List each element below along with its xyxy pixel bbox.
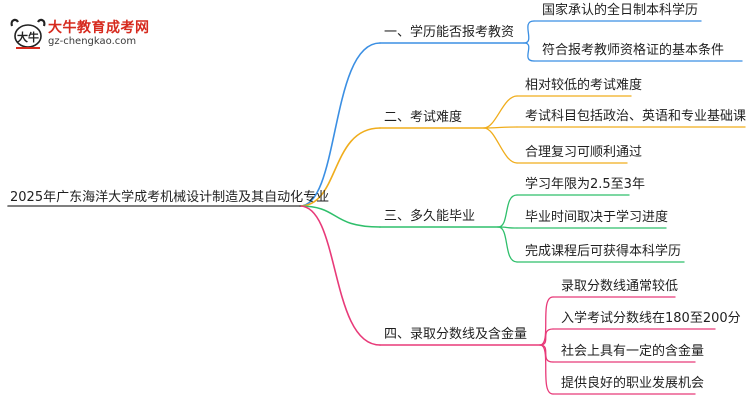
leaf-2-2: 考试科目包括政治、英语和专业基础课 bbox=[525, 109, 747, 124]
connector-branch-1-leaf-1 bbox=[523, 20, 535, 44]
connector-root-to-branch-3 bbox=[299, 205, 381, 228]
leaf-2-1: 相对较低的考试难度 bbox=[525, 78, 643, 93]
connector-branch-2-leaf-2 bbox=[483, 126, 518, 129]
leaf-4-2: 入学考试分数线在180至200分 bbox=[561, 311, 741, 326]
connector-root-to-branch-4 bbox=[299, 205, 381, 346]
leaf-4-1: 录取分数线通常较低 bbox=[561, 279, 679, 294]
connector-branch-4-leaf-1 bbox=[539, 296, 554, 346]
leaf-4-3: 社会上具有一定的含金量 bbox=[561, 344, 705, 359]
leaf-2-3: 合理复习可顺利通过 bbox=[525, 145, 643, 160]
logo-title: 大牛教育成考网 bbox=[48, 20, 150, 36]
branch-1-label: 一、学历能否报考教资 bbox=[384, 25, 515, 40]
connector-branch-4-leaf-2 bbox=[539, 328, 554, 346]
site-logo[interactable]: 大牛 大牛教育成考网 gz-chengkao.com bbox=[8, 16, 168, 52]
logo-url: gz-chengkao.com bbox=[48, 36, 137, 47]
connector-branch-4-leaf-4 bbox=[539, 344, 554, 395]
connector-root-to-branch-1 bbox=[299, 42, 381, 207]
connector-branch-3-leaf-1 bbox=[497, 194, 518, 228]
leaf-3-2: 毕业时间取决于学习进度 bbox=[525, 210, 669, 225]
leaf-1-1: 国家承认的全日制本科学历 bbox=[542, 3, 699, 18]
branch-4-label: 四、录取分数线及含金量 bbox=[384, 327, 528, 342]
logo-mark-text: 大牛 bbox=[17, 30, 39, 44]
leaf-3-3: 完成课程后可获得本科学历 bbox=[525, 244, 682, 259]
branch-3-label: 三、多久能毕业 bbox=[384, 209, 476, 224]
leaf-1-2: 符合报考教师资格证的基本条件 bbox=[542, 43, 725, 58]
root-topic: 2025年广东海洋大学成考机械设计制造及其自动化专业 bbox=[10, 190, 330, 205]
leaf-4-4: 提供良好的职业发展机会 bbox=[561, 376, 705, 391]
ox-logo-icon: 大牛 bbox=[10, 18, 46, 49]
branch-2-label: 二、考试难度 bbox=[384, 110, 463, 125]
connector-branch-4-leaf-3 bbox=[539, 344, 554, 363]
connector-branch-3-leaf-3 bbox=[497, 226, 518, 263]
connector-branch-2-leaf-1 bbox=[483, 95, 518, 129]
leaf-3-1: 学习年限为2.5至3年 bbox=[525, 177, 645, 192]
connector-root-to-branch-2 bbox=[299, 127, 381, 207]
connector-branch-2-leaf-3 bbox=[483, 127, 518, 164]
connector-branch-1-leaf-2 bbox=[523, 42, 535, 62]
